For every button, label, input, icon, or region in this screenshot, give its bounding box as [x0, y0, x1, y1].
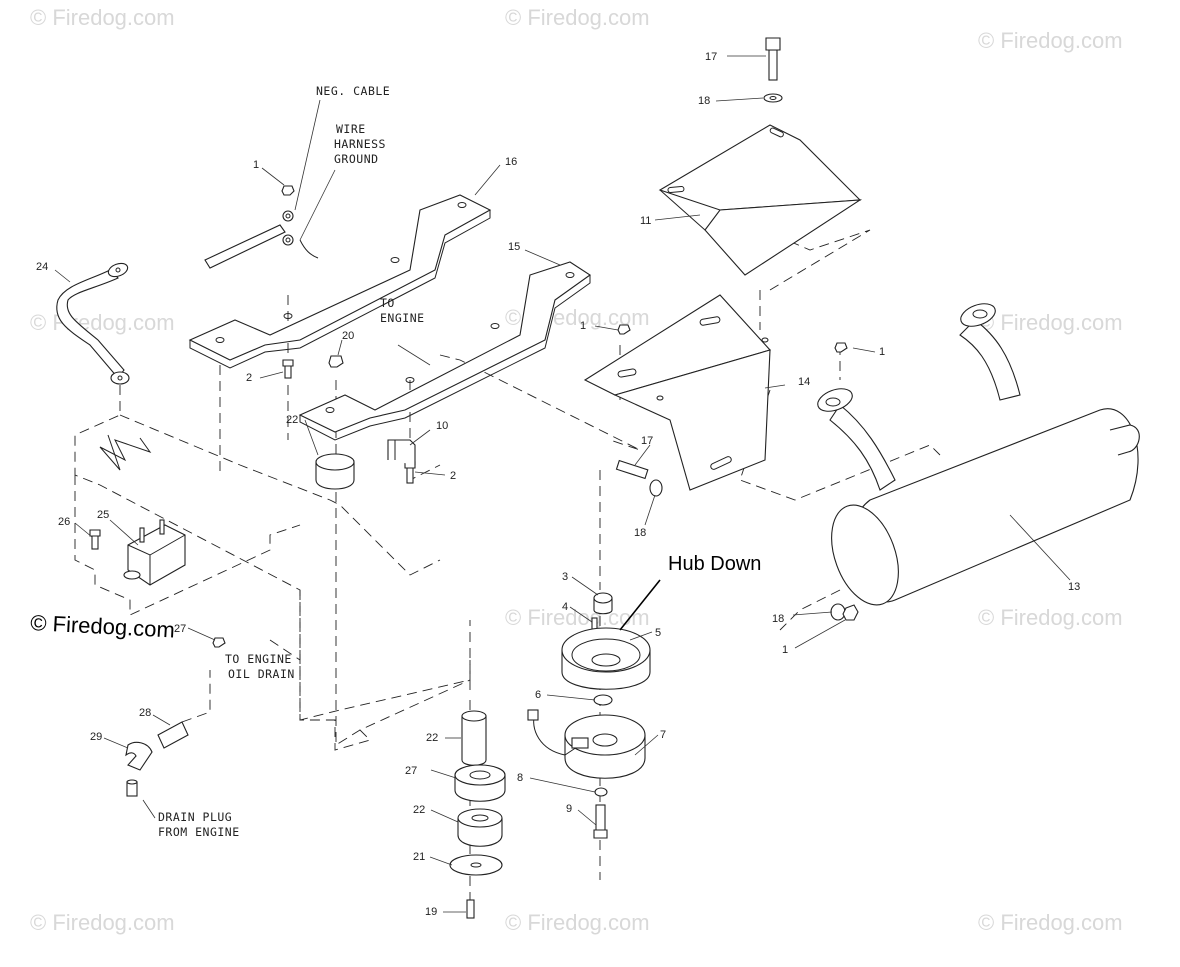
- watermark: © Firedog.com: [30, 910, 175, 935]
- part-number: 11: [640, 215, 651, 227]
- oil-drain-label: OIL DRAIN: [228, 667, 295, 681]
- cable-assembly: [204, 210, 319, 269]
- part-number: 6: [535, 689, 541, 701]
- watermark: © Firedog.com: [978, 310, 1123, 335]
- bracket-16: [188, 194, 492, 369]
- part-number: 2: [450, 470, 456, 482]
- watermark: © Firedog.com: [505, 910, 650, 935]
- part-number: 25: [97, 509, 109, 521]
- watermark: © Firedog.com: [978, 28, 1123, 53]
- part-number: 18: [772, 613, 784, 625]
- isolator-stack-lower: [449, 710, 506, 876]
- to-label: TO: [380, 296, 395, 310]
- watermark: © Firedog.com: [505, 605, 650, 630]
- neg-cable-label: NEG. CABLE: [316, 84, 390, 98]
- part-number: 28: [139, 707, 151, 719]
- part-number: 5: [655, 627, 661, 639]
- drain-plug-label: DRAIN PLUG: [158, 810, 232, 824]
- watermark: © Firedog.com: [978, 910, 1123, 935]
- watermark: © Firedog.com: [30, 310, 175, 335]
- ground-label: GROUND: [334, 152, 379, 166]
- part-number: 17: [705, 51, 717, 63]
- part-number: 22: [413, 804, 425, 816]
- engine-label: ENGINE: [380, 311, 425, 325]
- part-number: 7: [660, 729, 666, 741]
- part-number: 3: [562, 571, 568, 583]
- bracket-14: [583, 294, 772, 491]
- part-number: 29: [90, 731, 102, 743]
- part-number: 1: [253, 159, 259, 171]
- muffler-13: [817, 303, 1140, 606]
- part-number: 13: [1068, 581, 1080, 593]
- part-number: 10: [436, 420, 448, 432]
- part-number: 22: [426, 732, 438, 744]
- part-number: 21: [413, 851, 425, 863]
- pulley-assembly: [527, 592, 651, 797]
- part-number: 19: [425, 906, 437, 918]
- solenoid-24: [123, 519, 186, 586]
- text-labels: NEG. CABLE WIRE HARNESS GROUND TO ENGINE…: [30, 84, 762, 839]
- part-number: 1: [782, 644, 788, 656]
- part-number: 18: [634, 527, 646, 539]
- part-number: 1: [580, 320, 586, 332]
- battery-cable-23: [56, 262, 130, 385]
- part-number-labels: 1 16 15 24 2 20 10 22 2 1 1 17 18 11 14 …: [36, 51, 1080, 918]
- harness-label: HARNESS: [334, 137, 386, 151]
- drain-hose: [125, 670, 211, 797]
- to-engine-label: TO ENGINE: [225, 652, 292, 666]
- watermark: © Firedog.com: [30, 5, 175, 30]
- part-number: 14: [798, 376, 810, 388]
- part-number: 9: [566, 803, 572, 815]
- part-number: 22: [286, 414, 298, 426]
- part-number: 1: [879, 346, 885, 358]
- part-number: 24: [36, 261, 48, 273]
- part-number: 2: [246, 372, 252, 384]
- part-number: 17: [641, 435, 653, 447]
- from-engine-label: FROM ENGINE: [158, 825, 240, 839]
- part-number: 8: [517, 772, 523, 784]
- bracket-15: [298, 261, 591, 441]
- watermark: © Firedog.com: [978, 605, 1123, 630]
- isolator-22-upper: [315, 453, 355, 490]
- wire-label: WIRE: [336, 122, 366, 136]
- heat-shield-11: [658, 124, 863, 276]
- copyright-notice: © Firedog.com: [30, 610, 176, 643]
- part-number: 26: [58, 516, 70, 528]
- part-number: 20: [342, 330, 354, 342]
- part-number: 27: [405, 765, 417, 777]
- hub-down-callout: Hub Down: [668, 553, 761, 575]
- watermark: © Firedog.com: [505, 5, 650, 30]
- leader-lines: [54, 55, 1071, 913]
- part-number: 16: [505, 156, 517, 168]
- bracket-10: [387, 439, 416, 465]
- part-number: 27: [174, 623, 186, 635]
- part-number: 15: [508, 241, 520, 253]
- part-number: 4: [562, 601, 568, 613]
- part-number: 18: [698, 95, 710, 107]
